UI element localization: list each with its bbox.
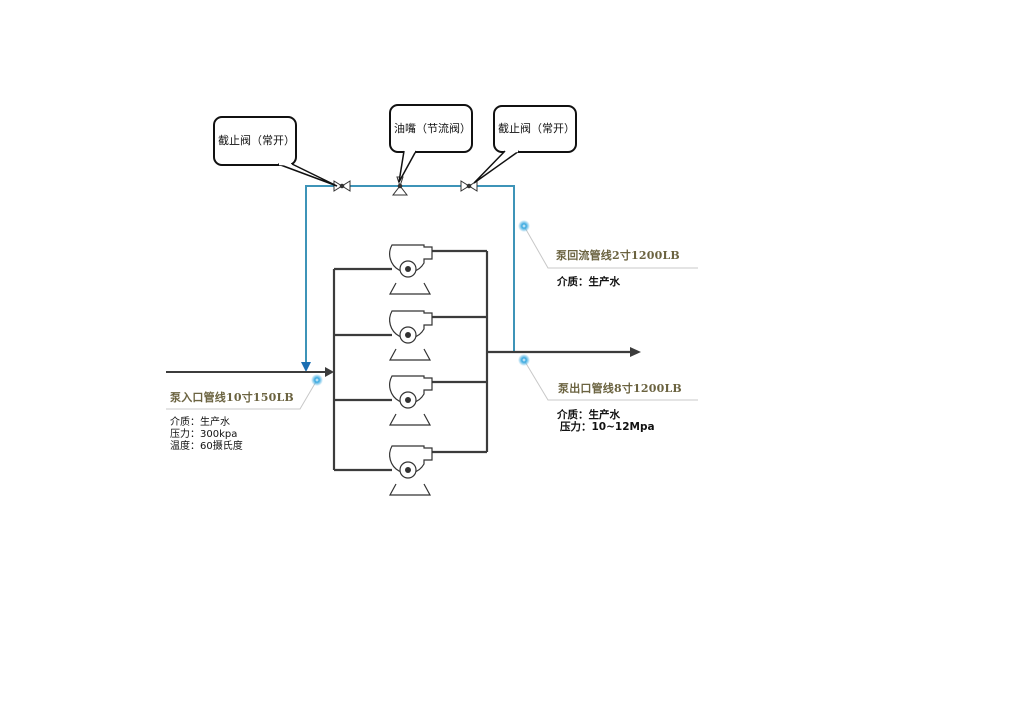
connection-point-icon bbox=[518, 220, 530, 232]
outlet-line-annotation: 泵出口管线8寸1200LB bbox=[558, 380, 682, 396]
connection-point-icon bbox=[311, 374, 323, 386]
inlet-line-pressure: 压力：300kpa bbox=[170, 429, 238, 440]
return-line bbox=[301, 185, 515, 372]
return-line-title: 泵回流管线2寸1200LB bbox=[556, 249, 680, 262]
inlet-line bbox=[166, 367, 334, 377]
outlet-line-medium: 介质：生产水 bbox=[557, 409, 620, 421]
suction-header bbox=[332, 267, 392, 472]
inlet-line-temperature: 温度：60摄氏度 bbox=[170, 441, 243, 452]
callout-pointer-middle bbox=[398, 150, 417, 183]
outlet-line-title: 泵出口管线8寸1200LB bbox=[558, 382, 682, 395]
outlet-line-pressure: 压力：10~12Mpa bbox=[560, 421, 655, 433]
callout-bubble-left bbox=[213, 116, 297, 166]
return-line-medium: 介质：生产水 bbox=[557, 276, 620, 288]
gate-valve-icon bbox=[333, 180, 351, 192]
callout-pointer-right bbox=[473, 150, 520, 184]
gate-valve-icon bbox=[460, 180, 478, 192]
callout-pointer-left bbox=[277, 163, 338, 187]
inlet-line-annotation: 泵入口管线10寸150LB bbox=[170, 389, 294, 405]
connection-point-icon bbox=[518, 354, 530, 366]
callout-bubble-middle bbox=[389, 104, 473, 153]
inlet-line-title: 泵入口管线10寸150LB bbox=[170, 391, 294, 404]
inlet-line-details: 介质：生产水 压力：300kpa 温度：60摄氏度 bbox=[170, 417, 243, 453]
outlet-line-details: 介质：生产水 压力：10~12Mpa bbox=[557, 409, 655, 433]
callout-bubble-right bbox=[493, 105, 577, 153]
centrifugal-pump-icon bbox=[389, 445, 433, 496]
discharge-header bbox=[428, 249, 489, 454]
outlet-line bbox=[487, 347, 641, 357]
callout-throttle: 油嘴（节流阀） bbox=[394, 121, 471, 135]
return-line-details: 介质：生产水 bbox=[557, 276, 620, 288]
return-line-annotation: 泵回流管线2寸1200LB bbox=[556, 247, 680, 263]
centrifugal-pump-icon bbox=[389, 310, 433, 361]
centrifugal-pump-icon bbox=[389, 375, 433, 426]
leader-lines bbox=[166, 225, 698, 410]
inlet-line-medium: 介质：生产水 bbox=[170, 417, 230, 428]
callout-left-valve: 截止阀（常开） bbox=[218, 134, 295, 147]
callout-right-valve: 截止阀（常开） bbox=[498, 122, 575, 135]
centrifugal-pump-icon bbox=[389, 244, 433, 295]
